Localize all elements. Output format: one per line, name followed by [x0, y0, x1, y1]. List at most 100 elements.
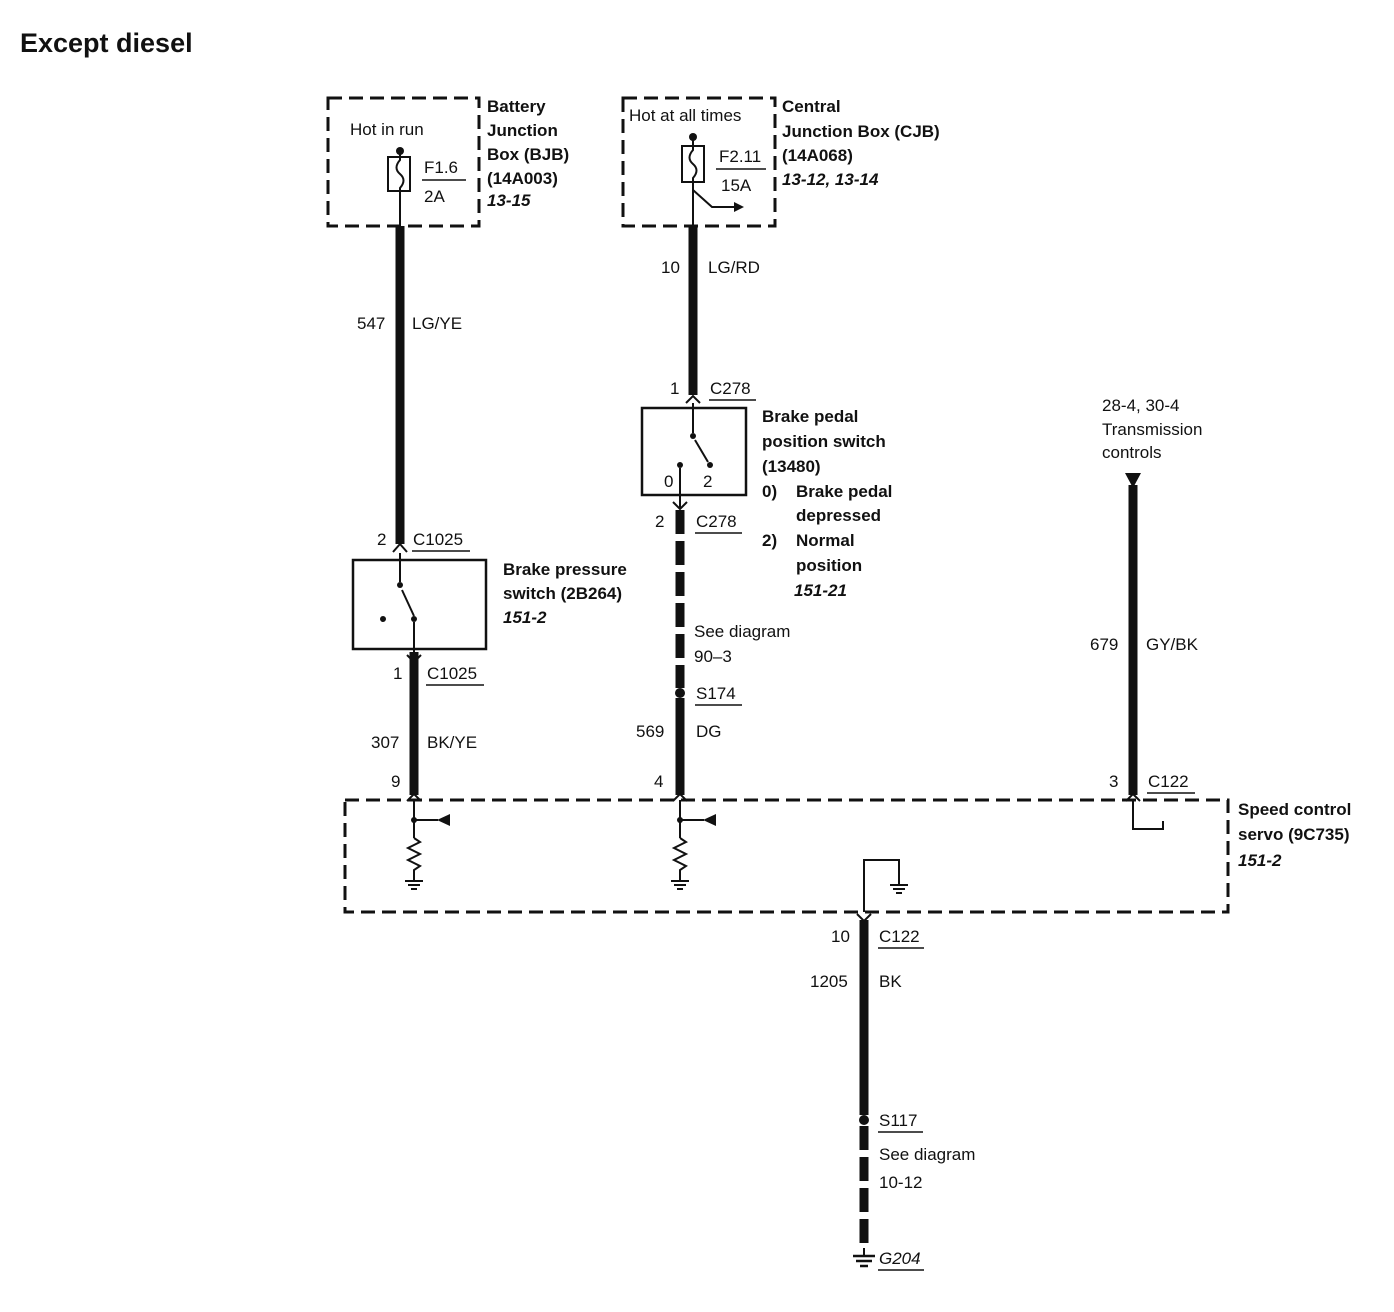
connector-c122-pin3-num: 3 [1109, 772, 1118, 791]
servo-4-arrow-icon [703, 814, 716, 826]
connector-c1025-pin2-name: C1025 [413, 530, 463, 549]
bpp-contact-0 [677, 462, 683, 468]
splice-s174-label: S174 [696, 684, 736, 703]
cjb-branch-arrow-icon [734, 202, 744, 212]
bpp-pos0-line-2: depressed [796, 506, 881, 525]
bps-contact-bottom [411, 616, 417, 622]
servo-4-resistor-icon [671, 837, 689, 880]
bpp-name-line-1: Brake pedal [762, 407, 858, 426]
connector-c278-pin1-icon [685, 394, 701, 404]
cjb-name-line-1: Central [782, 97, 841, 116]
cjb-fuse-label: F2.11 [719, 147, 761, 166]
bjb-name-line-2: Junction [487, 121, 558, 140]
bpp-pos0-num: 0) [762, 482, 777, 501]
connector-c278-pin1-name: C278 [710, 379, 751, 398]
see-diagram-1-line-1: See diagram [694, 622, 790, 641]
transmission-line-3: controls [1102, 443, 1162, 462]
bjb-fuse-rating: 2A [424, 187, 445, 206]
page-title: Except diesel [20, 28, 193, 58]
central-junction-box: Hot at all times F2.11 15A Central Junct… [621, 96, 940, 228]
bps-blade [401, 589, 415, 617]
bjb-name-line-3: Box (BJB) [487, 145, 569, 164]
servo-name-line-2: servo (9C735) [1238, 825, 1350, 844]
wire-1205-color: BK [879, 972, 902, 991]
servo-input-4 [671, 800, 716, 890]
servo-10-trace [863, 859, 900, 912]
transmission-arrow-icon [1125, 473, 1141, 488]
brake-pressure-switch-box [351, 558, 488, 651]
wire-10-color: LG/RD [708, 258, 760, 277]
see-diagram-1-line-2: 90–3 [694, 647, 732, 666]
bpp-blade [694, 439, 709, 463]
wire-307: 307 BK/YE 9 [371, 652, 477, 802]
splice-s117-label: S117 [879, 1111, 917, 1130]
bjb-fuse-element [395, 151, 405, 226]
wire-547-number: 547 [357, 314, 385, 333]
connector-c278-pin1: 1 C278 [670, 379, 756, 404]
cjb-outline [621, 96, 777, 228]
splice-s174-dot [675, 688, 685, 698]
bps-ref: 151-2 [503, 608, 547, 627]
servo-ground-10 [863, 859, 908, 912]
servo-ref: 151-2 [1238, 851, 1282, 870]
bps-contact-top [397, 582, 403, 588]
connector-c1025-pin1-num: 1 [393, 664, 402, 683]
wire-679-color: GY/BK [1146, 635, 1199, 654]
servo-outline [343, 798, 1230, 914]
brake-pressure-switch: Brake pressure switch (2B264) 151-2 [351, 553, 627, 652]
connector-c122-pin10-num: 10 [831, 927, 850, 946]
cjb-fuse-rating: 15A [721, 176, 752, 195]
bpp-pos2-line-1: Normal [796, 531, 855, 550]
connector-c122-pin3: 3 C122 [1109, 772, 1195, 802]
wire-10-number: 10 [661, 258, 680, 277]
cjb-ref: 13-12, 13-14 [782, 170, 879, 189]
bps-contact-open [380, 616, 386, 622]
splice-s117-dot [859, 1115, 869, 1125]
cjb-hot-label: Hot at all times [629, 106, 741, 125]
bpp-ref: 151-21 [794, 581, 847, 600]
bpp-name-line-2: position switch [762, 432, 886, 451]
connector-c1025-pin2-icon [392, 542, 408, 553]
servo-input-3 [1132, 800, 1164, 830]
servo-9-arrow-icon [437, 814, 450, 826]
connector-c122-pin10-name: C122 [879, 927, 920, 946]
bpp-contact-2 [707, 462, 713, 468]
bjb-ref: 13-15 [487, 191, 531, 210]
speed-control-servo: Speed control servo (9C735) 151-2 [343, 798, 1351, 914]
transmission-controls: 28-4, 30-4 Transmission controls [1102, 396, 1202, 488]
connector-c1025-pin1-name: C1025 [427, 664, 477, 683]
wire-679: 679 GY/BK [1090, 485, 1199, 795]
connector-c1025-pin2-num: 2 [377, 530, 386, 549]
wire-547: 547 LG/YE [357, 226, 462, 544]
bjb-hot-label: Hot in run [350, 120, 424, 139]
battery-junction-box: Hot in run F1.6 2A Battery Junction Box … [326, 96, 569, 228]
cjb-name-line-2: Junction Box (CJB) [782, 122, 940, 141]
transmission-line-1: 28-4, 30-4 [1102, 396, 1180, 415]
wire-1205: 1205 BK S117 See diagram 10-12 [810, 920, 975, 1250]
bps-name-line-1: Brake pressure [503, 560, 627, 579]
connector-c1025-pin2: 2 C1025 [377, 530, 470, 553]
bjb-outline [326, 96, 481, 228]
see-diagram-2-line-2: 10-12 [879, 1173, 922, 1192]
wire-679-number: 679 [1090, 635, 1118, 654]
wire-10: 10 LG/RD [661, 226, 760, 395]
wire-547-color: LG/YE [412, 314, 462, 333]
bps-name-line-2: switch (2B264) [503, 584, 622, 603]
bpp-pos0-line-1: Brake pedal [796, 482, 892, 501]
bpp-pos2-line-2: position [796, 556, 862, 575]
cjb-name-line-3: (14A068) [782, 146, 853, 165]
wire-1205-number: 1205 [810, 972, 848, 991]
transmission-line-2: Transmission [1102, 420, 1202, 439]
bjb-name-line-1: Battery [487, 97, 546, 116]
wire-569-color: DG [696, 722, 722, 741]
brake-pedal-position-switch: 0 2 Brake pedal position switch (13480) … [640, 403, 892, 600]
connector-c122-pin10-icon [856, 913, 872, 923]
bpp-pos2-num: 2) [762, 531, 777, 550]
bpp-pin-2-label: 2 [703, 472, 712, 491]
servo-9-resistor-icon [405, 837, 423, 880]
connector-c278-pin2: 2 C278 [655, 501, 742, 534]
wire-307-color: BK/YE [427, 733, 477, 752]
bpp-pin-0-label: 0 [664, 472, 673, 491]
wire-569: See diagram 90–3 S174 569 DG 4 [636, 510, 790, 802]
